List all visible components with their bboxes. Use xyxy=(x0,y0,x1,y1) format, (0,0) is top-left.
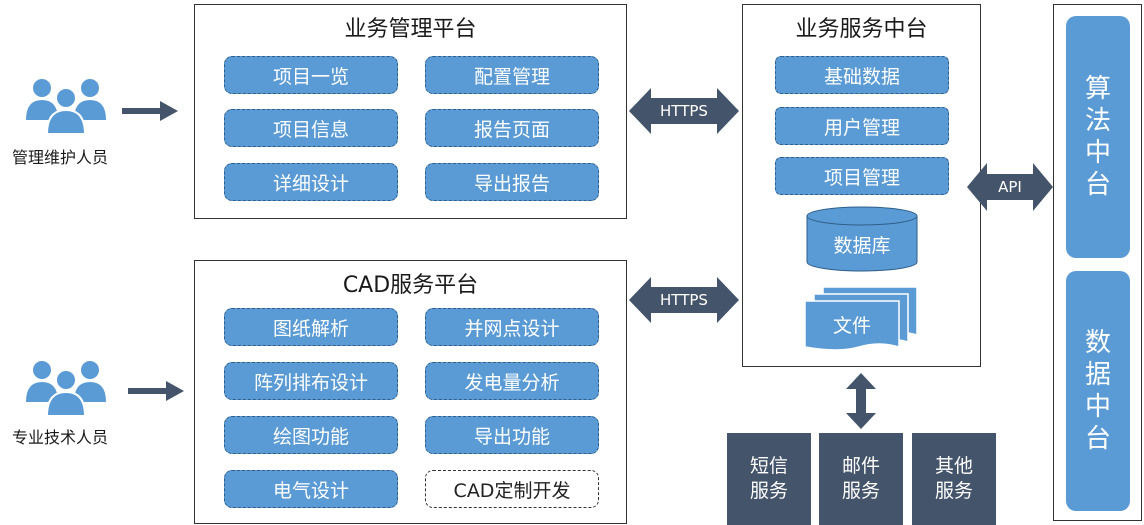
technicians-group: 专业技术人员 xyxy=(0,352,140,452)
item-export-report[interactable]: 导出报告 xyxy=(425,163,599,201)
people-icon xyxy=(26,361,106,417)
service-middle-title: 业务服务中台 xyxy=(795,17,928,42)
data-middle-platform[interactable]: 数 据 中 台 xyxy=(1066,271,1130,511)
business-platform-panel: 业务管理平台 项目一览 配置管理 项目信息 报告页面 详细设计 导出报告 xyxy=(194,4,627,219)
email-service-line1: 邮件 xyxy=(841,455,880,477)
other-service-line1: 其他 xyxy=(934,455,973,477)
https-arrow-bottom xyxy=(629,277,739,323)
item-drawing-parsing[interactable]: 图纸解析 xyxy=(224,308,398,346)
maintainers-group: 管理维护人员 xyxy=(0,70,140,170)
item-detailed-design[interactable]: 详细设计 xyxy=(224,163,398,201)
files-label: 文件 xyxy=(832,314,871,337)
item-user-management[interactable]: 用户管理 xyxy=(775,107,949,145)
item-project-overview[interactable]: 项目一览 xyxy=(224,56,398,94)
other-service[interactable]: 其他 服务 xyxy=(912,433,996,525)
other-service-line2: 服务 xyxy=(934,480,973,502)
item-drawing-function[interactable]: 绘图功能 xyxy=(224,416,398,454)
item-project-management[interactable]: 项目管理 xyxy=(775,157,949,195)
business-platform-title: 业务管理平台 xyxy=(344,17,477,42)
file-stack-icon xyxy=(804,286,918,351)
data-char-3: 中 xyxy=(1084,392,1111,422)
sms-service[interactable]: 短信 服务 xyxy=(727,433,811,525)
item-electrical-design[interactable]: 电气设计 xyxy=(224,470,398,508)
data-char-2: 据 xyxy=(1084,360,1111,390)
sms-service-line1: 短信 xyxy=(749,455,788,477)
https-label-bottom: HTTPS xyxy=(660,291,708,309)
item-basic-data[interactable]: 基础数据 xyxy=(775,56,949,94)
vertical-double-arrow xyxy=(846,373,876,429)
https-arrow-top xyxy=(629,88,739,134)
sms-service-line2: 服务 xyxy=(749,480,788,502)
algorithm-middle-platform[interactable]: 算 法 中 台 xyxy=(1066,16,1130,258)
item-project-info[interactable]: 项目信息 xyxy=(224,109,398,147)
item-generation-analysis[interactable]: 发电量分析 xyxy=(425,362,599,400)
database-icon xyxy=(806,206,918,272)
technicians-arrow xyxy=(128,381,184,401)
data-char-1: 数 xyxy=(1084,328,1111,358)
algorithm-char-3: 中 xyxy=(1084,138,1111,168)
item-config-management[interactable]: 配置管理 xyxy=(425,56,599,94)
item-array-layout-design[interactable]: 阵列排布设计 xyxy=(224,362,398,400)
maintainers-arrow xyxy=(122,101,178,121)
email-service-line2: 服务 xyxy=(841,480,880,502)
maintainers-label: 管理维护人员 xyxy=(12,148,109,167)
technicians-label: 专业技术人员 xyxy=(12,428,109,447)
algorithm-char-4: 台 xyxy=(1084,170,1111,200)
database-label: 数据库 xyxy=(833,234,891,257)
email-service[interactable]: 邮件 服务 xyxy=(819,433,903,525)
item-report-page[interactable]: 报告页面 xyxy=(425,109,599,147)
people-icon xyxy=(26,79,106,135)
https-label-top: HTTPS xyxy=(660,102,708,120)
api-label: API xyxy=(998,178,1022,196)
data-char-4: 台 xyxy=(1084,424,1111,454)
item-grid-point-design[interactable]: 并网点设计 xyxy=(425,308,599,346)
item-export-function[interactable]: 导出功能 xyxy=(425,416,599,454)
algorithm-char-2: 法 xyxy=(1084,106,1111,136)
api-arrow xyxy=(967,163,1053,211)
cad-platform-panel: CAD服务平台 图纸解析 并网点设计 阵列排布设计 发电量分析 绘图功能 导出功… xyxy=(194,260,627,524)
cad-platform-title: CAD服务平台 xyxy=(342,273,479,298)
algorithm-char-1: 算 xyxy=(1084,74,1111,104)
item-cad-custom-dev[interactable]: CAD定制开发 xyxy=(425,470,599,508)
